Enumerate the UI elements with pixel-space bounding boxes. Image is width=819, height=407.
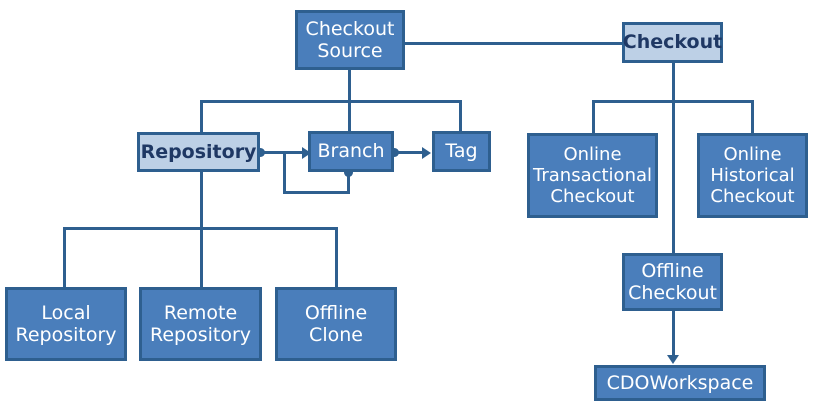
edge-bar-to-offline-checkout bbox=[672, 100, 675, 254]
node-cdo-workspace[interactable]: CDOWorkspace bbox=[594, 365, 766, 401]
edge-bar-to-online-transactional bbox=[592, 100, 595, 133]
node-offline-checkout-label: Offline Checkout bbox=[624, 260, 721, 305]
node-offline-checkout-line2: Checkout bbox=[628, 282, 717, 304]
node-online-historical-checkout-label: Online Historical Checkout bbox=[706, 144, 798, 208]
node-tag[interactable]: Tag bbox=[432, 131, 491, 172]
edge-repository-to-branch bbox=[260, 151, 304, 154]
edge-branch-to-tag bbox=[394, 151, 424, 154]
node-online-transactional-checkout-line2: Transactional bbox=[533, 164, 653, 186]
node-online-transactional-checkout[interactable]: Online Transactional Checkout bbox=[527, 133, 658, 218]
edge-branch-selfloop-down bbox=[347, 172, 350, 194]
node-local-repository-label: Local Repository bbox=[11, 302, 120, 347]
node-local-repository[interactable]: Local Repository bbox=[5, 287, 127, 361]
edge-bar-to-offline-clone bbox=[335, 227, 338, 287]
edge-branch-selfloop-across bbox=[283, 191, 350, 194]
node-checkout-source-label: Checkout Source bbox=[302, 18, 399, 63]
edge-bar-to-online-historical bbox=[751, 100, 754, 133]
node-offline-clone-line2: Clone bbox=[309, 324, 363, 346]
node-local-repository-line1: Local bbox=[41, 301, 91, 324]
node-offline-clone-line1: Offline bbox=[304, 301, 368, 324]
node-online-transactional-checkout-line1: Online bbox=[563, 143, 622, 165]
node-online-historical-checkout[interactable]: Online Historical Checkout bbox=[697, 133, 808, 218]
node-offline-checkout-line1: Offline bbox=[641, 259, 704, 282]
node-offline-checkout[interactable]: Offline Checkout bbox=[622, 253, 723, 311]
node-offline-clone[interactable]: Offline Clone bbox=[275, 287, 397, 361]
edge-branch-selfloop-up bbox=[283, 151, 286, 194]
node-checkout-source[interactable]: Checkout Source bbox=[295, 10, 405, 70]
node-online-transactional-checkout-label: Online Transactional Checkout bbox=[529, 144, 656, 208]
node-checkout-source-line2: Source bbox=[317, 40, 383, 62]
node-remote-repository-line1: Remote bbox=[163, 301, 238, 324]
node-checkout[interactable]: Checkout bbox=[622, 22, 723, 63]
edge-branch-to-tag-arrowhead bbox=[422, 147, 431, 159]
node-repository-label: Repository bbox=[140, 140, 257, 163]
node-cdo-workspace-label: CDOWorkspace bbox=[606, 371, 754, 394]
node-online-transactional-checkout-line3: Checkout bbox=[550, 186, 635, 208]
edge-bar-to-tag bbox=[459, 100, 462, 133]
edge-checkout-stem bbox=[672, 63, 675, 103]
edge-offline-checkout-to-cdoworkspace bbox=[672, 310, 675, 358]
edge-checkout-source-to-checkout bbox=[405, 42, 623, 45]
edge-bar-to-remote-repository bbox=[200, 227, 203, 287]
node-local-repository-line2: Repository bbox=[15, 324, 117, 346]
node-tag-label: Tag bbox=[445, 140, 478, 163]
edge-bar-to-local-repository bbox=[63, 227, 66, 287]
node-remote-repository[interactable]: Remote Repository bbox=[139, 287, 262, 361]
node-online-historical-checkout-line3: Checkout bbox=[710, 186, 795, 208]
node-offline-clone-label: Offline Clone bbox=[301, 302, 371, 347]
edge-checkout-source-bar bbox=[200, 100, 462, 103]
node-branch-label: Branch bbox=[317, 140, 385, 163]
node-remote-repository-label: Remote Repository bbox=[146, 302, 255, 347]
edge-repository-to-branch-arrowhead bbox=[302, 147, 311, 159]
edge-checkout-source-stem bbox=[348, 70, 351, 102]
node-online-historical-checkout-line1: Online bbox=[723, 143, 782, 165]
node-remote-repository-line2: Repository bbox=[149, 324, 252, 346]
node-online-historical-checkout-line2: Historical bbox=[710, 164, 795, 186]
node-checkout-label: Checkout bbox=[622, 31, 723, 54]
edge-bar-to-repository bbox=[200, 100, 203, 133]
node-branch[interactable]: Branch bbox=[308, 131, 394, 172]
node-repository[interactable]: Repository bbox=[137, 132, 260, 172]
edge-bar-to-branch bbox=[348, 100, 351, 133]
node-checkout-source-line1: Checkout bbox=[305, 17, 395, 40]
edge-offline-checkout-to-cdoworkspace-arrowhead bbox=[667, 355, 679, 364]
edge-repository-stem bbox=[200, 172, 203, 230]
